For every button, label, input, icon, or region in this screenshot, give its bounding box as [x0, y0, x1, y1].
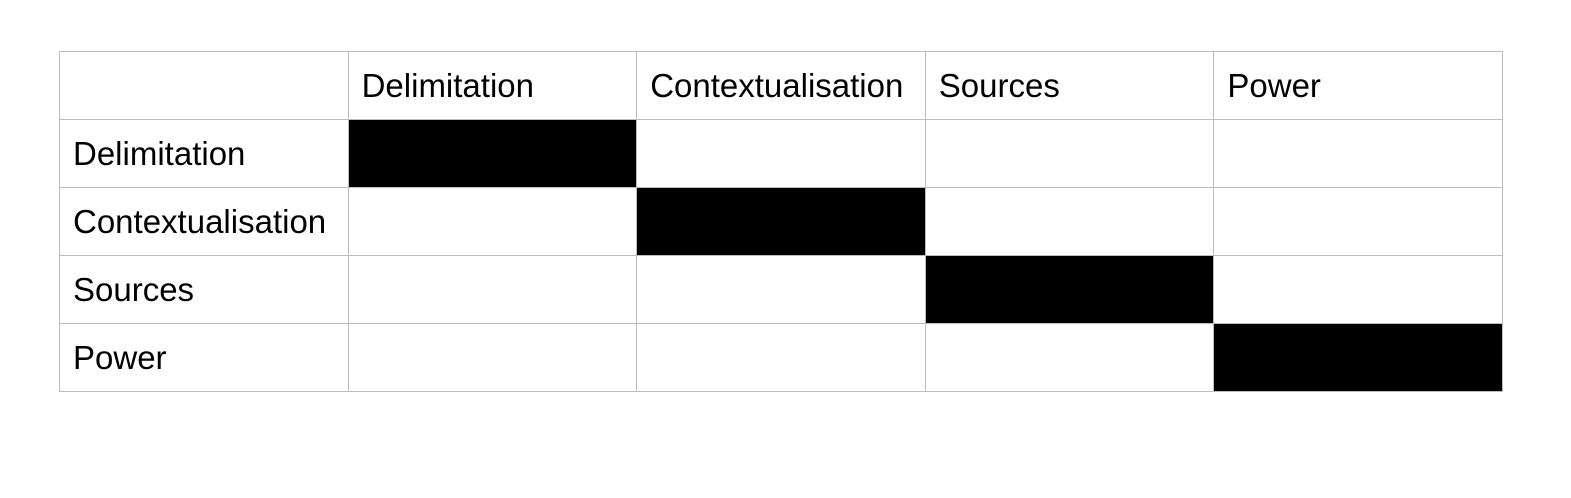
cell-sources-power	[1213, 255, 1503, 324]
cell-delimitation-sources	[924, 119, 1215, 188]
criteria-matrix-table: Delimitation Contextualisation Sources P…	[59, 51, 1503, 392]
corner-cell	[59, 51, 349, 120]
matrix-header-row: Delimitation Contextualisation Sources P…	[59, 51, 1503, 120]
cell-power-delimitation	[347, 323, 638, 392]
row-header-contextualisation: Contextualisation	[59, 187, 349, 256]
cell-power-contextualisation	[636, 323, 926, 392]
cell-contextualisation-power	[1213, 187, 1503, 256]
table-row-delimitation: Delimitation	[59, 119, 1503, 188]
column-header-sources: Sources	[924, 51, 1215, 120]
column-header-power: Power	[1213, 51, 1503, 120]
cell-delimitation-contextualisation	[636, 119, 926, 188]
row-header-sources: Sources	[59, 255, 349, 324]
cell-power-sources	[924, 323, 1215, 392]
cell-delimitation-power	[1213, 119, 1503, 188]
cell-sources-delimitation	[347, 255, 638, 324]
row-header-delimitation: Delimitation	[59, 119, 349, 188]
table-row-sources: Sources	[59, 255, 1503, 324]
cell-power-power	[1213, 323, 1503, 392]
cell-contextualisation-contextualisation	[636, 187, 926, 256]
table-row-contextualisation: Contextualisation	[59, 187, 1503, 256]
cell-contextualisation-delimitation	[347, 187, 638, 256]
cell-sources-sources	[924, 255, 1215, 324]
cell-delimitation-delimitation	[347, 119, 638, 188]
cell-contextualisation-sources	[924, 187, 1215, 256]
row-header-power: Power	[59, 323, 349, 392]
table-row-power: Power	[59, 323, 1503, 392]
column-header-contextualisation: Contextualisation	[636, 51, 926, 120]
cell-sources-contextualisation	[636, 255, 926, 324]
column-header-delimitation: Delimitation	[347, 51, 638, 120]
